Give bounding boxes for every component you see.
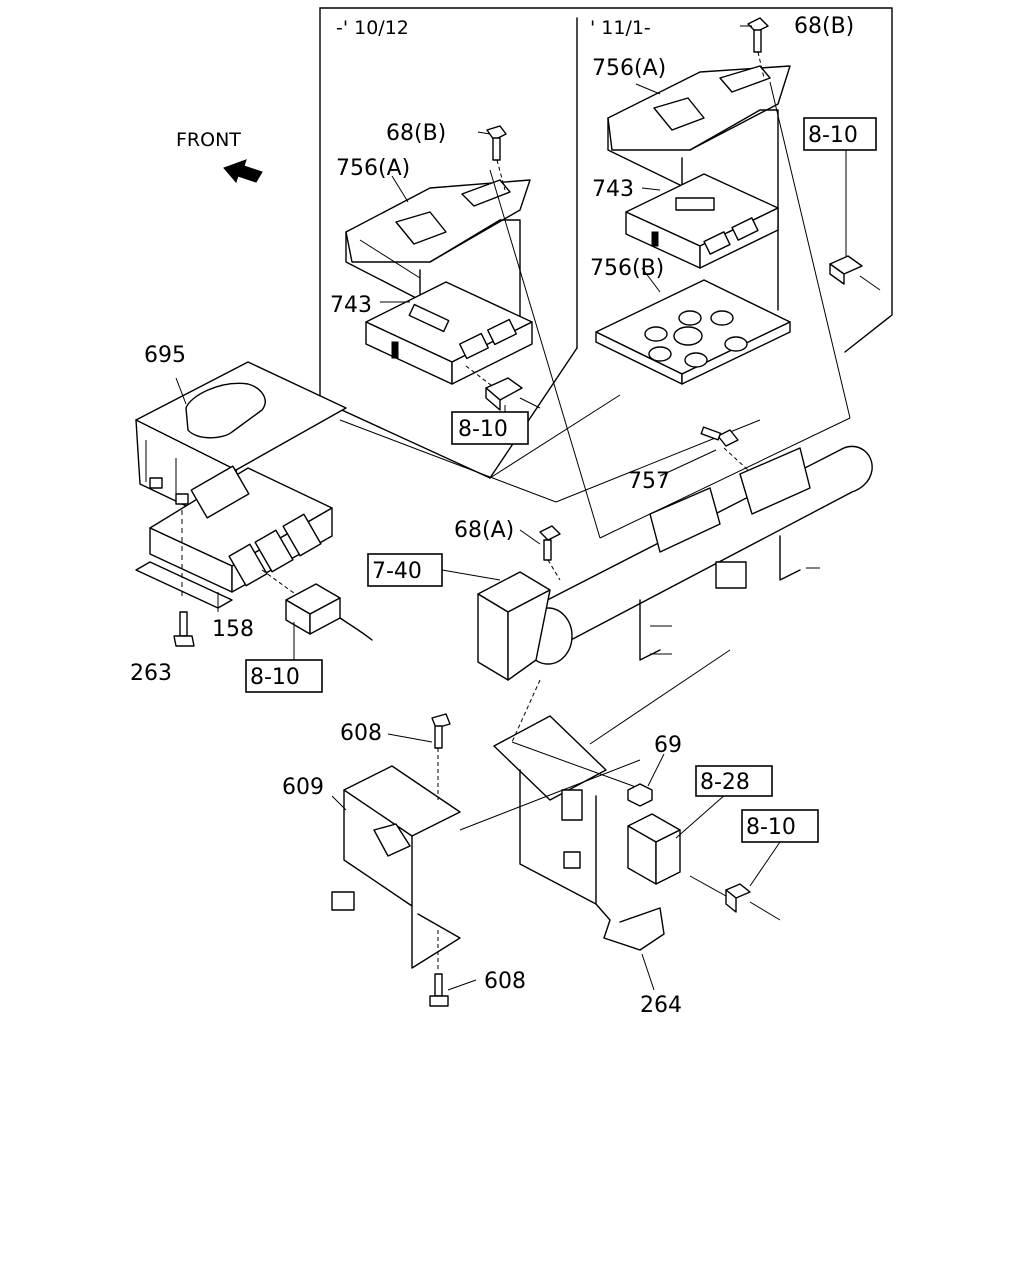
bolt-68b-right (747, 17, 769, 79)
ref-box-8-10-left: 8-10 (245, 659, 323, 693)
bracket-264 (493, 679, 665, 951)
callout-68a: 68(A) (454, 518, 514, 543)
svg-text:8-28: 8-28 (700, 770, 750, 795)
leader-lines-bottom (175, 377, 781, 991)
front-indicator: FRONT (176, 129, 263, 183)
unit-743-right (625, 173, 779, 269)
connector-right-inset (829, 150, 881, 291)
connector-158 (285, 583, 373, 660)
callout-743-right: 743 (592, 177, 634, 202)
svg-text:7-40: 7-40 (372, 559, 422, 584)
bolt-68b-left (486, 125, 507, 191)
svg-text:8-10: 8-10 (746, 815, 796, 840)
unit-743-left (365, 281, 533, 393)
inset-right-label: ' 11/1- (590, 17, 651, 39)
bolt-608-bottom (429, 973, 449, 1007)
bracket-7-40 (477, 571, 551, 681)
connector-8-10-right (689, 875, 781, 921)
callout-264: 264 (640, 993, 682, 1018)
bracket-756a-left (345, 179, 531, 331)
callout-68b-left: 68(B) (386, 121, 446, 146)
ref-box-8-28: 8-28 (695, 765, 773, 797)
tray-756b (595, 279, 791, 385)
front-label: FRONT (176, 129, 241, 151)
callout-695: 695 (144, 343, 186, 368)
callout-757: 757 (628, 469, 670, 494)
ref-box-8-10-inset-right: 8-10 (803, 117, 877, 151)
callout-743-left: 743 (330, 293, 372, 318)
callout-608-top: 608 (340, 721, 382, 746)
nut-69 (627, 783, 653, 807)
unit-158 (135, 465, 333, 609)
callout-158: 158 (212, 617, 254, 642)
bolt-608-top (431, 713, 451, 749)
svg-text:8-10: 8-10 (250, 665, 300, 690)
svg-text:8-10: 8-10 (808, 123, 858, 148)
ref-box-8-10-inset-left: 8-10 (451, 411, 529, 445)
ref-box-8-10-right: 8-10 (741, 809, 819, 843)
plate-695 (135, 361, 347, 523)
bolt-263 (173, 611, 195, 647)
leader-lines-top (339, 25, 851, 539)
svg-text:8-10: 8-10 (458, 417, 508, 442)
inset-left-label: -' 10/12 (336, 17, 409, 39)
bracket-756a-right (607, 65, 791, 311)
front-arrow-icon (223, 159, 263, 183)
callout-68b-right: 68(B) (794, 14, 854, 39)
callout-69: 69 (654, 733, 682, 758)
callout-756a-left: 756(A) (336, 156, 410, 181)
inset-frames (319, 7, 893, 479)
callout-609: 609 (282, 775, 324, 800)
relay-8-28 (627, 813, 681, 885)
callout-labels: 68(B) 68(B) 756(A) 756(A) 756(B) 743 743… (130, 14, 854, 1018)
ref-box-7-40: 7-40 (367, 553, 443, 587)
bolt-68a (539, 525, 561, 581)
bolt-757 (700, 426, 749, 471)
callout-756b: 756(B) (590, 256, 664, 281)
callout-756a-right: 756(A) (592, 56, 666, 81)
cross-beam (523, 445, 873, 665)
callout-608-bottom: 608 (484, 969, 526, 994)
callout-263: 263 (130, 661, 172, 686)
bracket-609 (331, 748, 461, 970)
